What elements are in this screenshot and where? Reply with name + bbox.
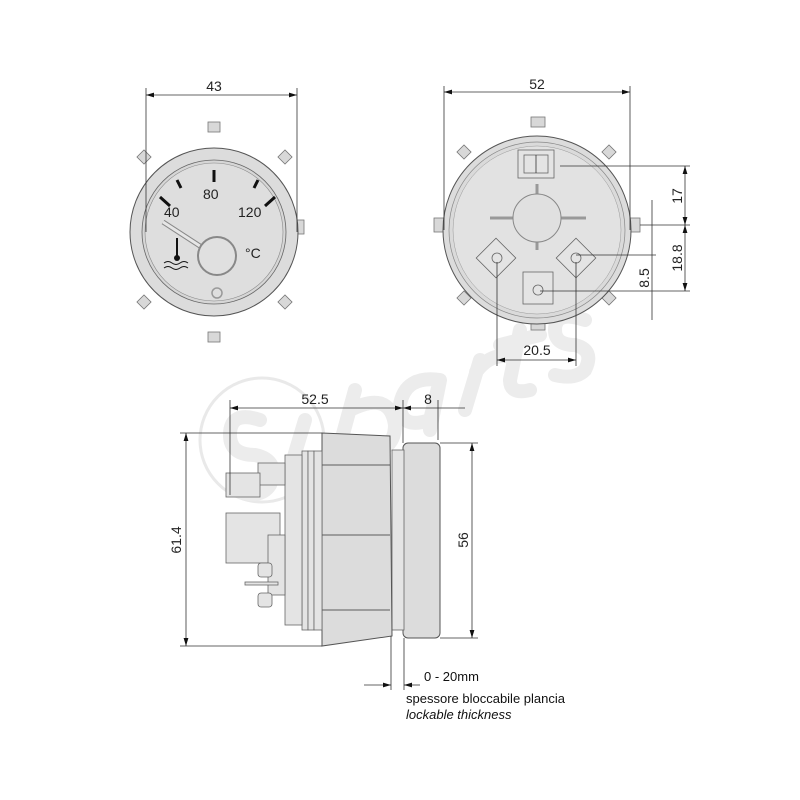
unit-label: °C (245, 245, 261, 261)
front-width-dim: 43 (206, 78, 222, 94)
thickness-range: 0 - 20mm (424, 669, 479, 684)
scale-label-40: 40 (164, 204, 180, 220)
dim-17: 17 (669, 188, 685, 204)
overall-height-dim: 61.4 (168, 526, 184, 553)
scale-label-120: 120 (238, 204, 262, 220)
bezel-depth-dim: 8 (424, 391, 432, 407)
side-view: 52.5 8 61.4 56 0 - 20mm spessore bloccab… (168, 391, 566, 722)
coolant-temperature-icon (163, 238, 189, 270)
back-width-dim: 52 (529, 76, 545, 92)
dim-20-5: 20.5 (523, 342, 550, 358)
brand-logo-icon (211, 287, 223, 299)
mount-tabs (136, 121, 305, 343)
gauge-ticks (158, 170, 277, 208)
bezel-height-dim: 56 (455, 532, 471, 548)
depth-dim: 52.5 (301, 391, 328, 407)
dim-8-5: 8.5 (636, 268, 652, 288)
dim-18-8: 18.8 (669, 244, 685, 271)
front-view: 40 80 120 °C 43 (129, 78, 305, 343)
note-italian: spessore bloccabile plancia (406, 691, 566, 706)
scale-label-80: 80 (203, 186, 219, 202)
back-view: 52 17 18.8 8.5 20.5 (433, 76, 690, 366)
note-english: lockable thickness (406, 707, 512, 722)
